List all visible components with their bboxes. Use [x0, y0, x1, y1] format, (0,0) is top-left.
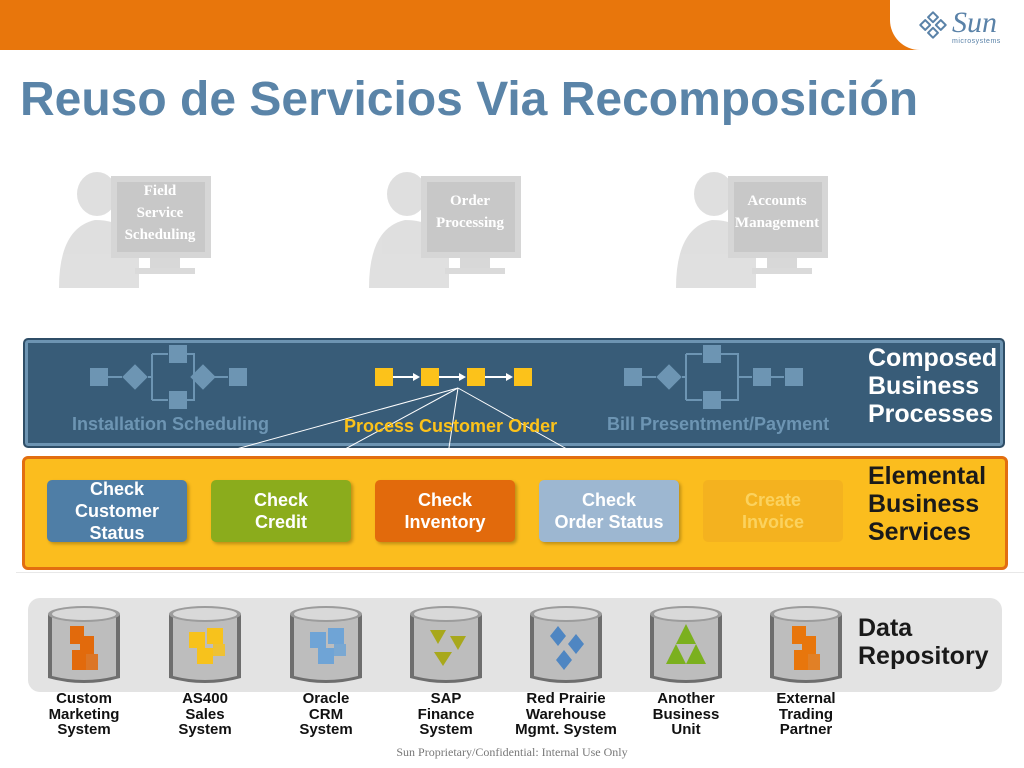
- service-label: Invoice: [741, 512, 805, 532]
- database-label-line: Marketing: [48, 705, 120, 723]
- title-line: Services: [868, 518, 971, 546]
- footer-confidential: Sun Proprietary/Confidential: Internal U…: [396, 745, 628, 759]
- database-label-line: System: [178, 721, 232, 738]
- database-label-line: Partner: [779, 721, 833, 738]
- title-line: Business: [868, 490, 980, 518]
- service-label: Credit: [254, 512, 307, 532]
- composed-processes-title: Composed Business Processes: [868, 344, 997, 428]
- database-cylinder-icon: [167, 604, 243, 688]
- database-label-line: System: [57, 721, 111, 738]
- database-cylinder-icon: [768, 604, 844, 688]
- installation-flow-icon: [90, 345, 247, 409]
- database-label-line: Another: [657, 690, 715, 707]
- data-repository-title: Data Repository: [858, 614, 989, 670]
- service-label: Check: [417, 490, 473, 510]
- monitor-line: Field: [143, 183, 177, 199]
- monitor-line: Service: [136, 205, 184, 221]
- process-customer-order: Process Customer Order: [344, 416, 558, 436]
- database-cylinder-icon: [528, 604, 604, 688]
- monitor-line: Management: [734, 215, 820, 231]
- page-title: Reuso de Servicios Via Recomposición: [20, 73, 919, 126]
- database-cylinder-icon: [46, 604, 122, 688]
- database-label-line: Mgmt. System: [515, 721, 617, 738]
- database-label-line: External: [776, 690, 836, 707]
- logo-subtext: microsystems: [952, 38, 1001, 45]
- user-field-service: Field Service Scheduling: [55, 168, 225, 303]
- sun-logo-icon: [919, 11, 947, 39]
- process-installation-scheduling: Installation Scheduling: [72, 414, 270, 434]
- database-cylinder-icon: [408, 604, 484, 688]
- title-line: Business: [868, 372, 980, 400]
- process-bill-presentment: Bill Presentment/Payment: [607, 414, 830, 434]
- bill-payment-flow-icon: [624, 345, 803, 409]
- database-label-line: Finance: [417, 705, 475, 723]
- user-order-processing: Order Processing: [365, 168, 535, 303]
- title-line: Data: [858, 614, 913, 642]
- database-label-line: Business: [652, 705, 720, 723]
- service-label: Customer Status: [74, 501, 159, 543]
- user-accounts-management: Accounts Management: [672, 168, 842, 303]
- monitor-line: Accounts: [747, 193, 807, 209]
- logo-text: Sun: [952, 6, 997, 39]
- database-label-line: System: [299, 721, 353, 738]
- divider: [16, 572, 1024, 573]
- database-label-line: System: [419, 721, 473, 738]
- database-label-line: Oracle: [302, 690, 350, 707]
- customer-order-flow-icon: [375, 368, 532, 386]
- database-label-line: Custom: [56, 690, 112, 707]
- header-bar: [0, 0, 1024, 50]
- elemental-services-title: Elemental Business Services: [868, 462, 986, 546]
- title-line: Repository: [858, 642, 989, 670]
- service-label: Inventory: [404, 512, 486, 532]
- service-label: Order Status: [554, 512, 664, 532]
- database-label-line: Unit: [671, 721, 701, 738]
- database-cylinder-icon: [648, 604, 724, 688]
- monitor-line: Processing: [435, 215, 505, 231]
- database-label-line: Sales: [185, 705, 225, 723]
- service-check-customer-status[interactable]: Check Customer Status: [47, 479, 187, 543]
- user-at-computer-icon: [369, 172, 521, 288]
- service-label: Check: [253, 490, 309, 510]
- monitor-line: Order: [450, 193, 490, 209]
- user-at-computer-icon: [676, 172, 828, 288]
- service-check-order-status[interactable]: Check Order Status: [539, 480, 679, 542]
- user-at-computer-icon: [59, 172, 211, 288]
- title-line: Processes: [868, 400, 994, 428]
- service-check-credit[interactable]: Check Credit: [211, 480, 351, 542]
- service-label: Check: [581, 490, 637, 510]
- service-label: Check: [89, 479, 145, 499]
- database-label-line: Warehouse: [525, 705, 607, 723]
- database-label-line: Red Prairie: [526, 690, 606, 707]
- title-line: Composed: [868, 344, 998, 372]
- monitor-line: Scheduling: [124, 227, 196, 243]
- database-label-line: AS400: [182, 690, 228, 707]
- database-label-line: CRM: [308, 705, 344, 723]
- service-create-invoice[interactable]: Create Invoice: [703, 480, 843, 542]
- service-label: Create: [744, 490, 802, 510]
- service-check-inventory[interactable]: Check Inventory: [375, 480, 515, 542]
- title-line: Elemental: [868, 462, 987, 490]
- database-cylinder-icon: [288, 604, 364, 688]
- database-label-line: SAP: [430, 690, 462, 707]
- database-label-line: Trading: [778, 705, 834, 723]
- logo-area: [890, 0, 1024, 50]
